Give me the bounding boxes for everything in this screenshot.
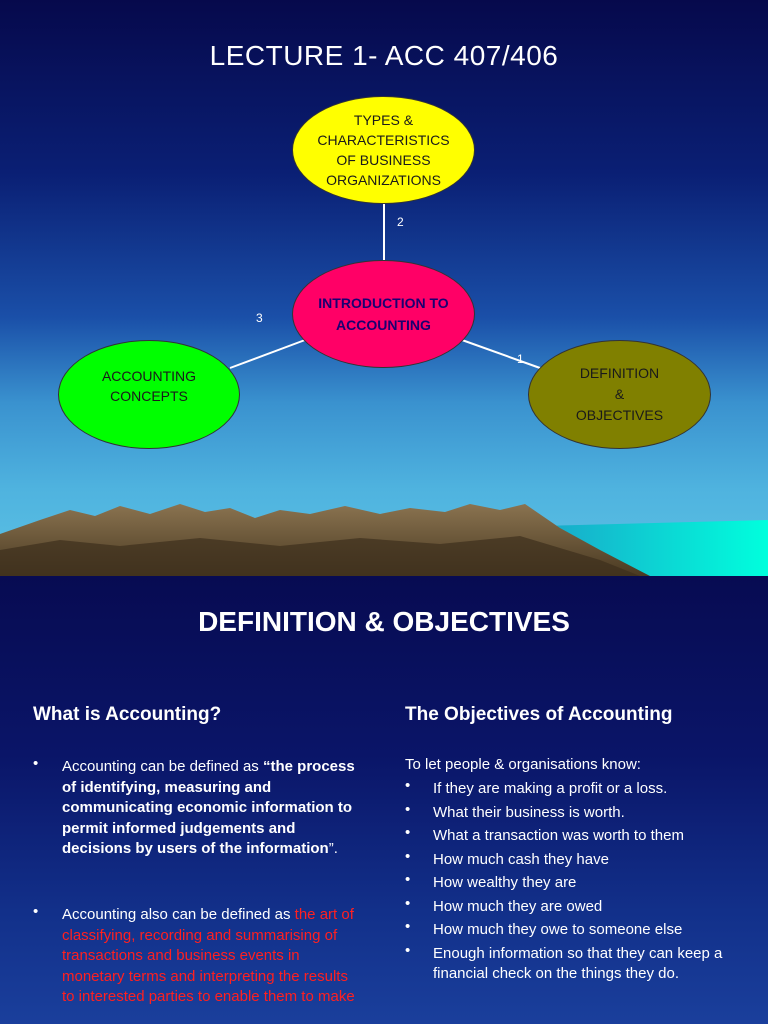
list-item: • How wealthy they are bbox=[405, 871, 735, 894]
list-item: • How much they are owed bbox=[405, 894, 735, 918]
bullet-glyph: • bbox=[405, 847, 411, 865]
definition-prefix: Accounting also can be defined as bbox=[62, 906, 295, 923]
node-line: CHARACTERISTICS bbox=[317, 132, 450, 148]
connector-to-concepts bbox=[229, 339, 306, 369]
edge-label-concepts: 3 bbox=[256, 311, 263, 325]
node-line: ORGANIZATIONS bbox=[326, 172, 441, 188]
edge-label-definition: 1 bbox=[517, 352, 524, 366]
objectives-list: •If they are making a profit or a loss. … bbox=[405, 777, 735, 988]
bullet-glyph: • bbox=[33, 755, 39, 772]
bullet-glyph: • bbox=[405, 777, 411, 794]
list-item-text: How much they owe to someone else bbox=[433, 921, 683, 938]
list-item-text: How much cash they have bbox=[433, 850, 609, 868]
node-line: TYPES & bbox=[353, 112, 414, 128]
definition-prefix: Accounting can be defined as bbox=[62, 758, 263, 775]
definition-quote: “the process of identifying, measuring a… bbox=[62, 758, 355, 857]
slide-definition-objectives: DEFINITION & OBJECTIVES What is Accounti… bbox=[0, 576, 768, 1024]
node-line: DEFINITION bbox=[579, 365, 660, 381]
bullet-glyph: • bbox=[33, 903, 39, 920]
definition-highlight: the art of classifying, recording and su… bbox=[62, 906, 355, 1005]
node-types-characteristics: TYPES & CHARACTERISTICS OF BUSINESS ORGA… bbox=[292, 96, 475, 204]
node-line: ACCOUNTING bbox=[101, 367, 197, 384]
connector-to-definition bbox=[461, 339, 541, 369]
list-item: • How much they owe to someone else bbox=[405, 918, 735, 941]
node-line: CONCEPTS bbox=[110, 387, 188, 404]
node-line: OF BUSINESS bbox=[336, 152, 431, 168]
what-is-accounting-heading: What is Accounting? bbox=[33, 704, 222, 725]
list-item: • What a transaction was worth to them bbox=[405, 824, 735, 847]
bullet-glyph: • bbox=[405, 918, 411, 935]
bullet-glyph: • bbox=[405, 894, 411, 912]
list-item: • How much cash they have bbox=[405, 847, 735, 871]
node-definition-objectives: DEFINITION & OBJECTIVES bbox=[528, 340, 711, 449]
list-item: • If they are making a profit or a loss. bbox=[405, 777, 735, 800]
mountain-shadow bbox=[0, 536, 640, 576]
definition-bullet-2: • Accounting also can be defined as the … bbox=[33, 903, 363, 1008]
list-item-text: How wealthy they are bbox=[433, 874, 577, 891]
bullet-glyph: • bbox=[405, 871, 411, 888]
node-accounting-concepts: ACCOUNTING CONCEPTS bbox=[58, 340, 240, 449]
slide-lecture-overview: LECTURE 1- ACC 407/406 TYPES & CHARACTER… bbox=[0, 0, 768, 576]
list-item-text: How much they are owed bbox=[433, 897, 603, 915]
node-line: ACCOUNTING bbox=[336, 317, 431, 333]
objectives-intro: To let people & organisations know: bbox=[405, 756, 641, 773]
node-line: & bbox=[614, 386, 625, 402]
definition-suffix: ”. bbox=[328, 840, 338, 857]
mountain-landscape bbox=[0, 504, 768, 576]
list-item-text: Enough information so that they can keep… bbox=[433, 944, 723, 983]
sea-shape bbox=[540, 520, 768, 576]
edge-label-types: 2 bbox=[397, 215, 404, 229]
definition-bullet-1: • Accounting can be defined as “the proc… bbox=[33, 755, 363, 860]
node-line: OBJECTIVES bbox=[575, 407, 664, 423]
list-item-text: What their business is worth. bbox=[433, 803, 625, 821]
bullet-glyph: • bbox=[405, 941, 411, 959]
bullet-glyph: • bbox=[405, 800, 411, 818]
slide-title: LECTURE 1- ACC 407/406 bbox=[209, 40, 559, 71]
list-item-text: If they are making a profit or a loss. bbox=[433, 780, 668, 797]
list-item-text: What a transaction was worth to them bbox=[433, 827, 684, 844]
bullet-glyph: • bbox=[405, 824, 411, 841]
slide-title: DEFINITION & OBJECTIVES bbox=[198, 606, 570, 637]
list-item: • Enough information so that they can kee… bbox=[405, 941, 735, 985]
node-introduction: INTRODUCTION TO ACCOUNTING bbox=[292, 260, 475, 368]
node-line: INTRODUCTION TO bbox=[318, 295, 449, 311]
connector-lines bbox=[229, 204, 541, 369]
objectives-heading: The Objectives of Accounting bbox=[405, 704, 673, 725]
list-item: • What their business is worth. bbox=[405, 800, 735, 824]
